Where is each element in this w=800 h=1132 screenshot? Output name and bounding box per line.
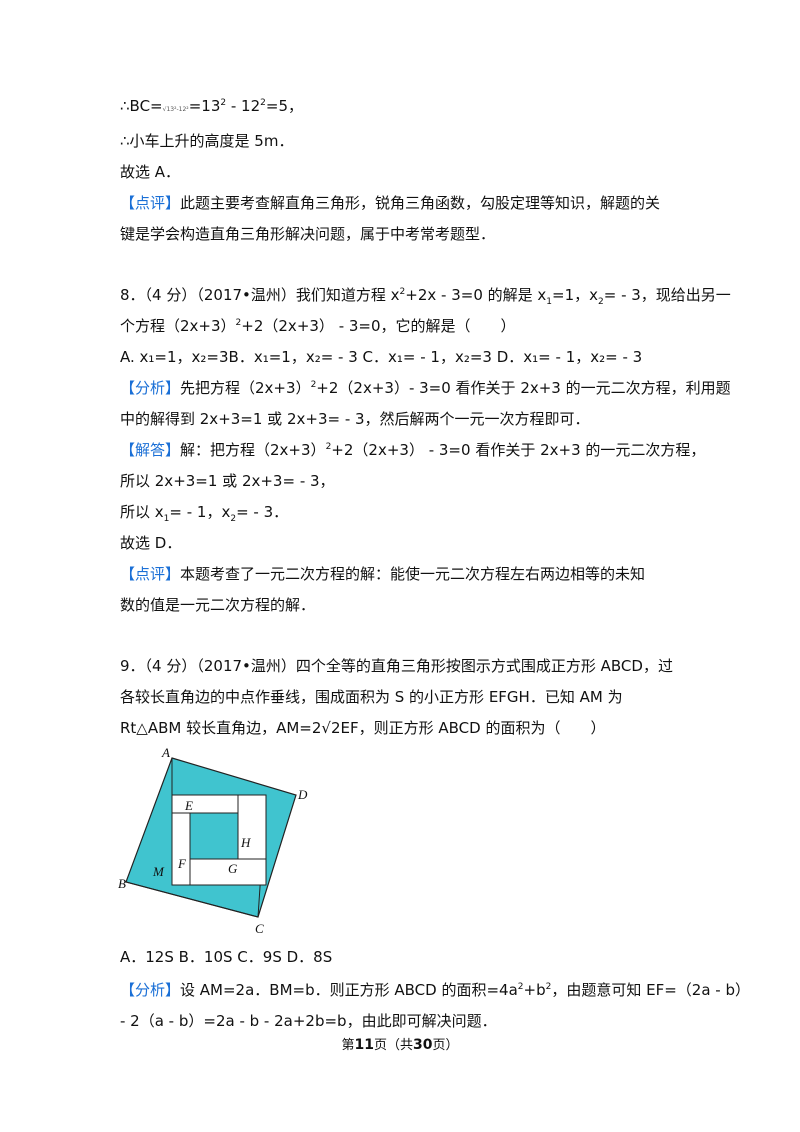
question-8-options: A. x₁=1，x₂=3B．x₁=1，x₂= - 3 C．x₁= - 1，x₂=… — [120, 348, 643, 366]
label-h: H — [240, 835, 251, 850]
line-comment-1: 【点评】此题主要考查解直角三角形，锐角三角函数，勾股定理等知识，解题的关 — [120, 194, 661, 212]
solution-8-choose-d: 故选 D． — [120, 534, 182, 552]
geometry-figure: A D B C E H F G M — [118, 745, 308, 936]
label-a: A — [161, 745, 170, 760]
label-f: F — [177, 856, 187, 871]
line-choose-a: 故选 A． — [120, 163, 181, 181]
analysis-8-line-2: 中的解得到 2x+3=1 或 2x+3= - 3，然后解两个一元一次方程即可． — [120, 410, 590, 428]
line-height-result: ∴小车上升的高度是 5m． — [120, 132, 294, 150]
question-8-line-2: 个方程（2x+3）2+2（2x+3） - 3=0，它的解是（ ） — [120, 317, 516, 335]
question-9-line-1: 9．（4 分）（2017•温州）四个全等的直角三角形按图示方式围成正方形 ABC… — [120, 657, 673, 675]
page-footer: 第11页（共30页） — [341, 1037, 459, 1053]
question-9-line-3: Rt△ABM 较长直角边，AM=2√2EF，则正方形 ABCD 的面积为（ ） — [120, 719, 606, 737]
comment-tag: 【点评】 — [120, 565, 181, 583]
solution-8-line-1: 【解答】解：把方程（2x+3）2+2（2x+3） - 3=0 看作关于 2x+3… — [120, 441, 706, 459]
analysis-9-line-2: - 2（a - b）=2a - b - 2a+2b=b，由此即可解决问题． — [120, 1012, 497, 1030]
question-9-line-2: 各较长直角边的中点作垂线，围成面积为 S 的小正方形 EFGH．已知 AM 为 — [120, 688, 623, 706]
analysis-9-line-1: 【分析】设 AM=2a．BM=b．则正方形 ABCD 的面积=4a2+b2，由题… — [120, 981, 750, 999]
question-8-line-1: 8．（4 分）（2017•温州）我们知道方程 x2+2x - 3=0 的解是 x… — [120, 286, 731, 307]
solution-8-line-3: 所以 x1= - 1，x2= - 3． — [120, 503, 289, 524]
solution-8-line-2: 所以 2x+3=1 或 2x+3= - 3， — [120, 472, 335, 490]
label-g: G — [228, 861, 238, 876]
question-9-options: A．12S B．10S C．9S D．8S — [120, 948, 333, 966]
label-d: D — [297, 787, 308, 802]
line-comment-2: 键是学会构造直角三角形解决问题，属于中考常考题型． — [120, 225, 496, 243]
analysis-8-line-1: 【分析】先把方程（2x+3）2+2（2x+3）- 3=0 看作关于 2x+3 的… — [120, 379, 731, 397]
analysis-tag: 【分析】 — [120, 981, 181, 999]
inner-square-efgh — [189, 812, 239, 860]
comment-8-line-2: 数的值是一元二次方程的解． — [120, 596, 316, 614]
comment-8-line-1: 【点评】本题考查了一元二次方程的解：能使一元二次方程左右两边相等的未知 — [120, 565, 646, 583]
label-m: M — [152, 864, 165, 879]
analysis-tag: 【分析】 — [120, 379, 181, 397]
line-bc-equation: ∴BC=√13²-12²=132 - 122=5， — [120, 97, 303, 115]
label-c: C — [255, 921, 264, 936]
label-b: B — [118, 876, 126, 891]
comment-tag: 【点评】 — [120, 194, 181, 212]
label-e: E — [184, 798, 193, 813]
triangle-edge-bc — [125, 881, 259, 918]
solution-tag: 【解答】 — [120, 441, 181, 459]
